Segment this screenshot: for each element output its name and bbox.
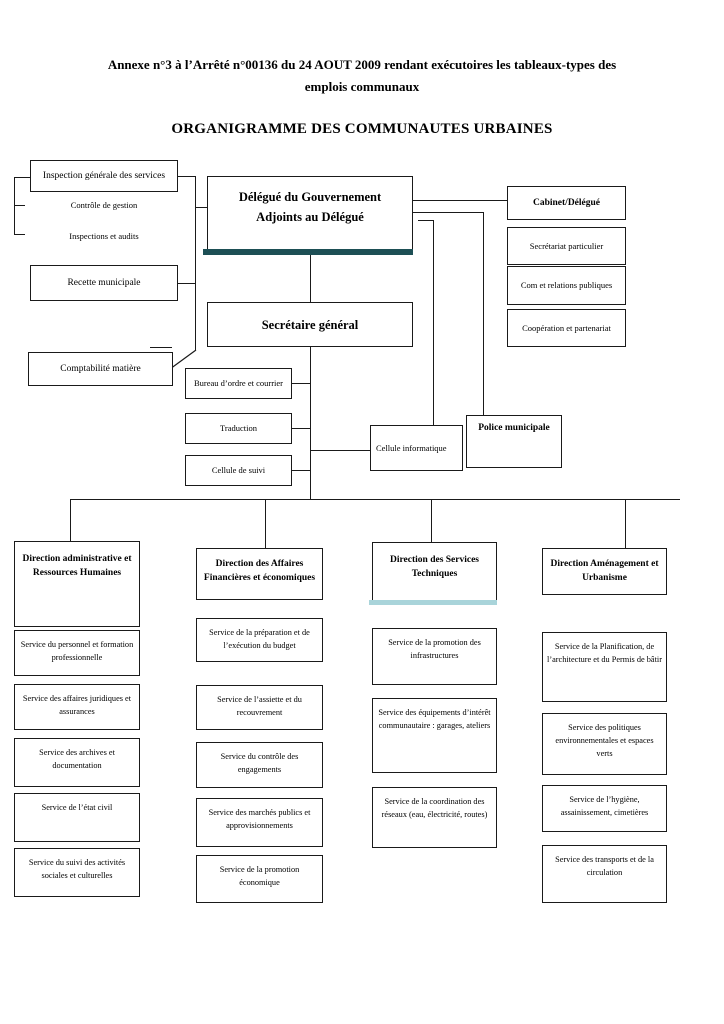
service-affaires-juridiques-box: Service des affaires juridiques et assur… (14, 684, 140, 730)
cellule-suivi-box: Cellule de suivi (185, 455, 292, 486)
service-transports-circulation-box: Service des transports et de la circulat… (542, 845, 667, 903)
service-promotion-infrastructures-box: Service de la promotion des infrastructu… (372, 628, 497, 685)
service-equipements-communautaires-box: Service des équipements d’intérêt commun… (372, 698, 497, 773)
recette-municipale-box: Recette municipale (30, 265, 178, 301)
cabinet-delegue-box: Cabinet/Délégué (507, 186, 626, 220)
dir3-stub (431, 499, 432, 542)
delegue-line2: Adjoints au Délégué (256, 210, 364, 224)
service-archives-documentation-box: Service des archives et documentation (14, 738, 140, 787)
com-relations-publiques-box: Com et relations publiques (507, 266, 626, 305)
service-preparation-budget-box: Service de la préparation et de l’exécut… (196, 618, 323, 662)
service-promotion-economique-box: Service de la promotion économique (196, 855, 323, 903)
cooperation-partenariat-box: Coopération et partenariat (507, 309, 626, 347)
comptabilite-matiere-box: Comptabilité matière (28, 352, 173, 386)
direction-services-techniques-box: Direction des Services Techniques (369, 542, 497, 605)
secretaire-feed-vline (310, 347, 311, 499)
comptabilite-diagonal-connector (169, 349, 197, 370)
bracket-tick-top (14, 177, 30, 178)
direction-amenagement-box: Direction Aménagement et Urbanisme (542, 548, 667, 595)
service-hygiene-cimetieres-box: Service de l’hygiène, assainissement, ci… (542, 785, 667, 832)
delegue-line1: Délégué du Gouvernement (238, 190, 382, 204)
stray-line (150, 347, 172, 348)
dir1-stub (70, 499, 71, 541)
service-planification-permis-box: Service de la Planification, de l’archit… (542, 632, 667, 702)
cabinet-connector (413, 200, 507, 201)
bureau-ordre-courrier-box: Bureau d’ordre et courrier (185, 368, 292, 399)
left-spine-vline (195, 176, 196, 350)
main-title: ORGANIGRAMME DES COMMUNAUTES URBAINES (171, 121, 553, 137)
police-vline (483, 212, 484, 415)
delegue-secretaire-vline (310, 250, 311, 302)
inspection-connector (178, 176, 195, 177)
service-assiette-recouvrement-box: Service de l’assiette et du recouvrement (196, 685, 323, 730)
traduction-tick (292, 428, 310, 429)
controle-gestion-label: Contrôle de gestion (70, 200, 138, 210)
police-municipale-box: Police municipale (466, 415, 562, 468)
delegue-gouvernement-box: Délégué du Gouvernement Adjoints au Délé… (203, 176, 413, 255)
delegue-box-shadow (203, 249, 413, 255)
cellule-informatique-connector (310, 450, 370, 451)
directions-rail (70, 499, 680, 500)
service-coordination-reseaux-box: Service de la coordination des réseaux (… (372, 787, 497, 848)
traduction-box: Traduction (185, 413, 292, 444)
secretariat-particulier-box: Secrétariat particulier (507, 227, 626, 265)
recette-connector (178, 283, 195, 284)
service-activites-sociales-box: Service du suivi des activités sociales … (14, 848, 140, 897)
service-personnel-formation-box: Service du personnel et formation profes… (14, 630, 140, 676)
direction-affaires-financieres-box: Direction des Affaires Financières et éc… (196, 548, 323, 600)
direction-services-techniques-shadow (369, 600, 497, 605)
inspection-generale-box: Inspection générale des services (30, 160, 178, 192)
bracket-tick-mid (14, 205, 25, 206)
cellule-informatique-box: Cellule informatique (370, 425, 463, 471)
delegue-left-connector (195, 207, 207, 208)
secretaire-general-box: Secrétaire général (207, 302, 413, 347)
bracket-tick-bottom (14, 234, 25, 235)
direction-administrative-box: Direction administrative et Ressources H… (14, 541, 140, 627)
direction-services-techniques-label: Direction des Services Techniques (390, 555, 479, 580)
dir4-stub (625, 499, 626, 548)
service-marches-publics-box: Service des marchés publics et approvisi… (196, 798, 323, 847)
cellule-informatique-vline (433, 220, 434, 425)
cellule-suivi-tick (292, 470, 310, 471)
bureau-tick (292, 383, 310, 384)
service-politiques-environnementales-box: Service des politiques environnementales… (542, 713, 667, 775)
service-etat-civil-box: Service de l’état civil (14, 793, 140, 842)
dir2-stub (265, 499, 266, 548)
service-controle-engagements-box: Service du contrôle des engagements (196, 742, 323, 788)
police-hline (413, 212, 483, 213)
bracket-vline (14, 177, 15, 235)
inspections-audits-label: Inspections et audits (69, 231, 139, 241)
cellule-informatique-hline (418, 220, 433, 221)
annexe-title: Annexe n°3 à l’Arrêté n°00136 du 24 AOUT… (107, 57, 617, 94)
